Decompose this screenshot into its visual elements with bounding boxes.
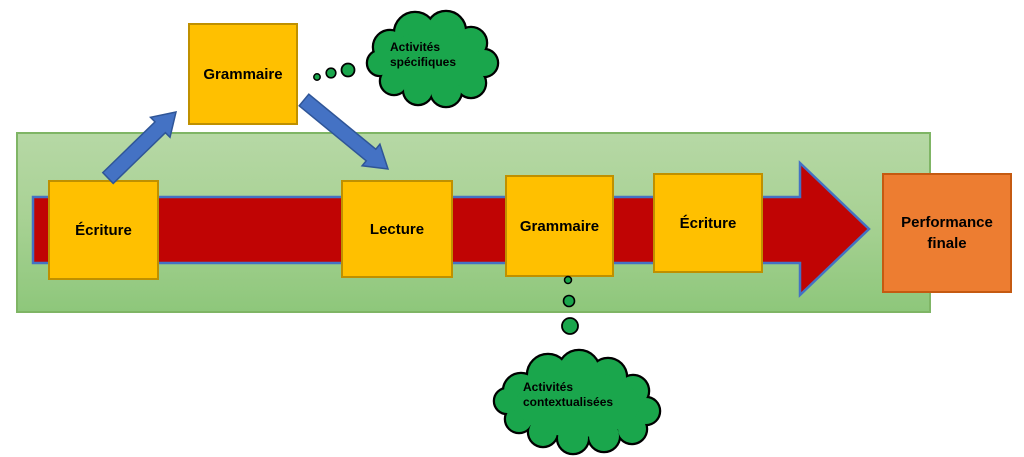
cloud-contextualisees-line1: Activités <box>523 380 574 394</box>
box-ecriture-1-label: Écriture <box>75 221 132 239</box>
box-performance-label-line2: finale <box>927 235 967 252</box>
box-performance-label-line1: Performance <box>901 214 993 231</box>
box-ecriture-1: Écriture <box>48 180 159 280</box>
cloud-specifiques-line1: Activités <box>390 40 441 54</box>
box-ecriture-2: Écriture <box>653 173 763 273</box>
box-lecture-label: Lecture <box>369 220 425 238</box>
thought-dots-top <box>313 62 356 81</box>
box-grammaire-sequence: Grammaire <box>505 175 614 277</box>
box-grammaire-top-label: Grammaire <box>203 65 283 83</box>
cloud-contextualisees-caption: Activités contextualisées <box>523 380 613 410</box>
box-ecriture-2-label: Écriture <box>679 214 737 232</box>
cloud-contextualisees-line2: contextualisées <box>523 395 614 409</box>
cloud-specifiques-caption: Activités spécifiques <box>390 40 456 70</box>
box-grammaire-sequence-label: Grammaire <box>519 217 600 235</box>
box-lecture: Lecture <box>341 180 453 278</box>
box-grammaire-top: Grammaire <box>188 23 298 125</box>
box-performance-finale: Performance finale <box>882 173 1012 293</box>
cloud-specifiques-line2: spécifiques <box>390 55 457 69</box>
